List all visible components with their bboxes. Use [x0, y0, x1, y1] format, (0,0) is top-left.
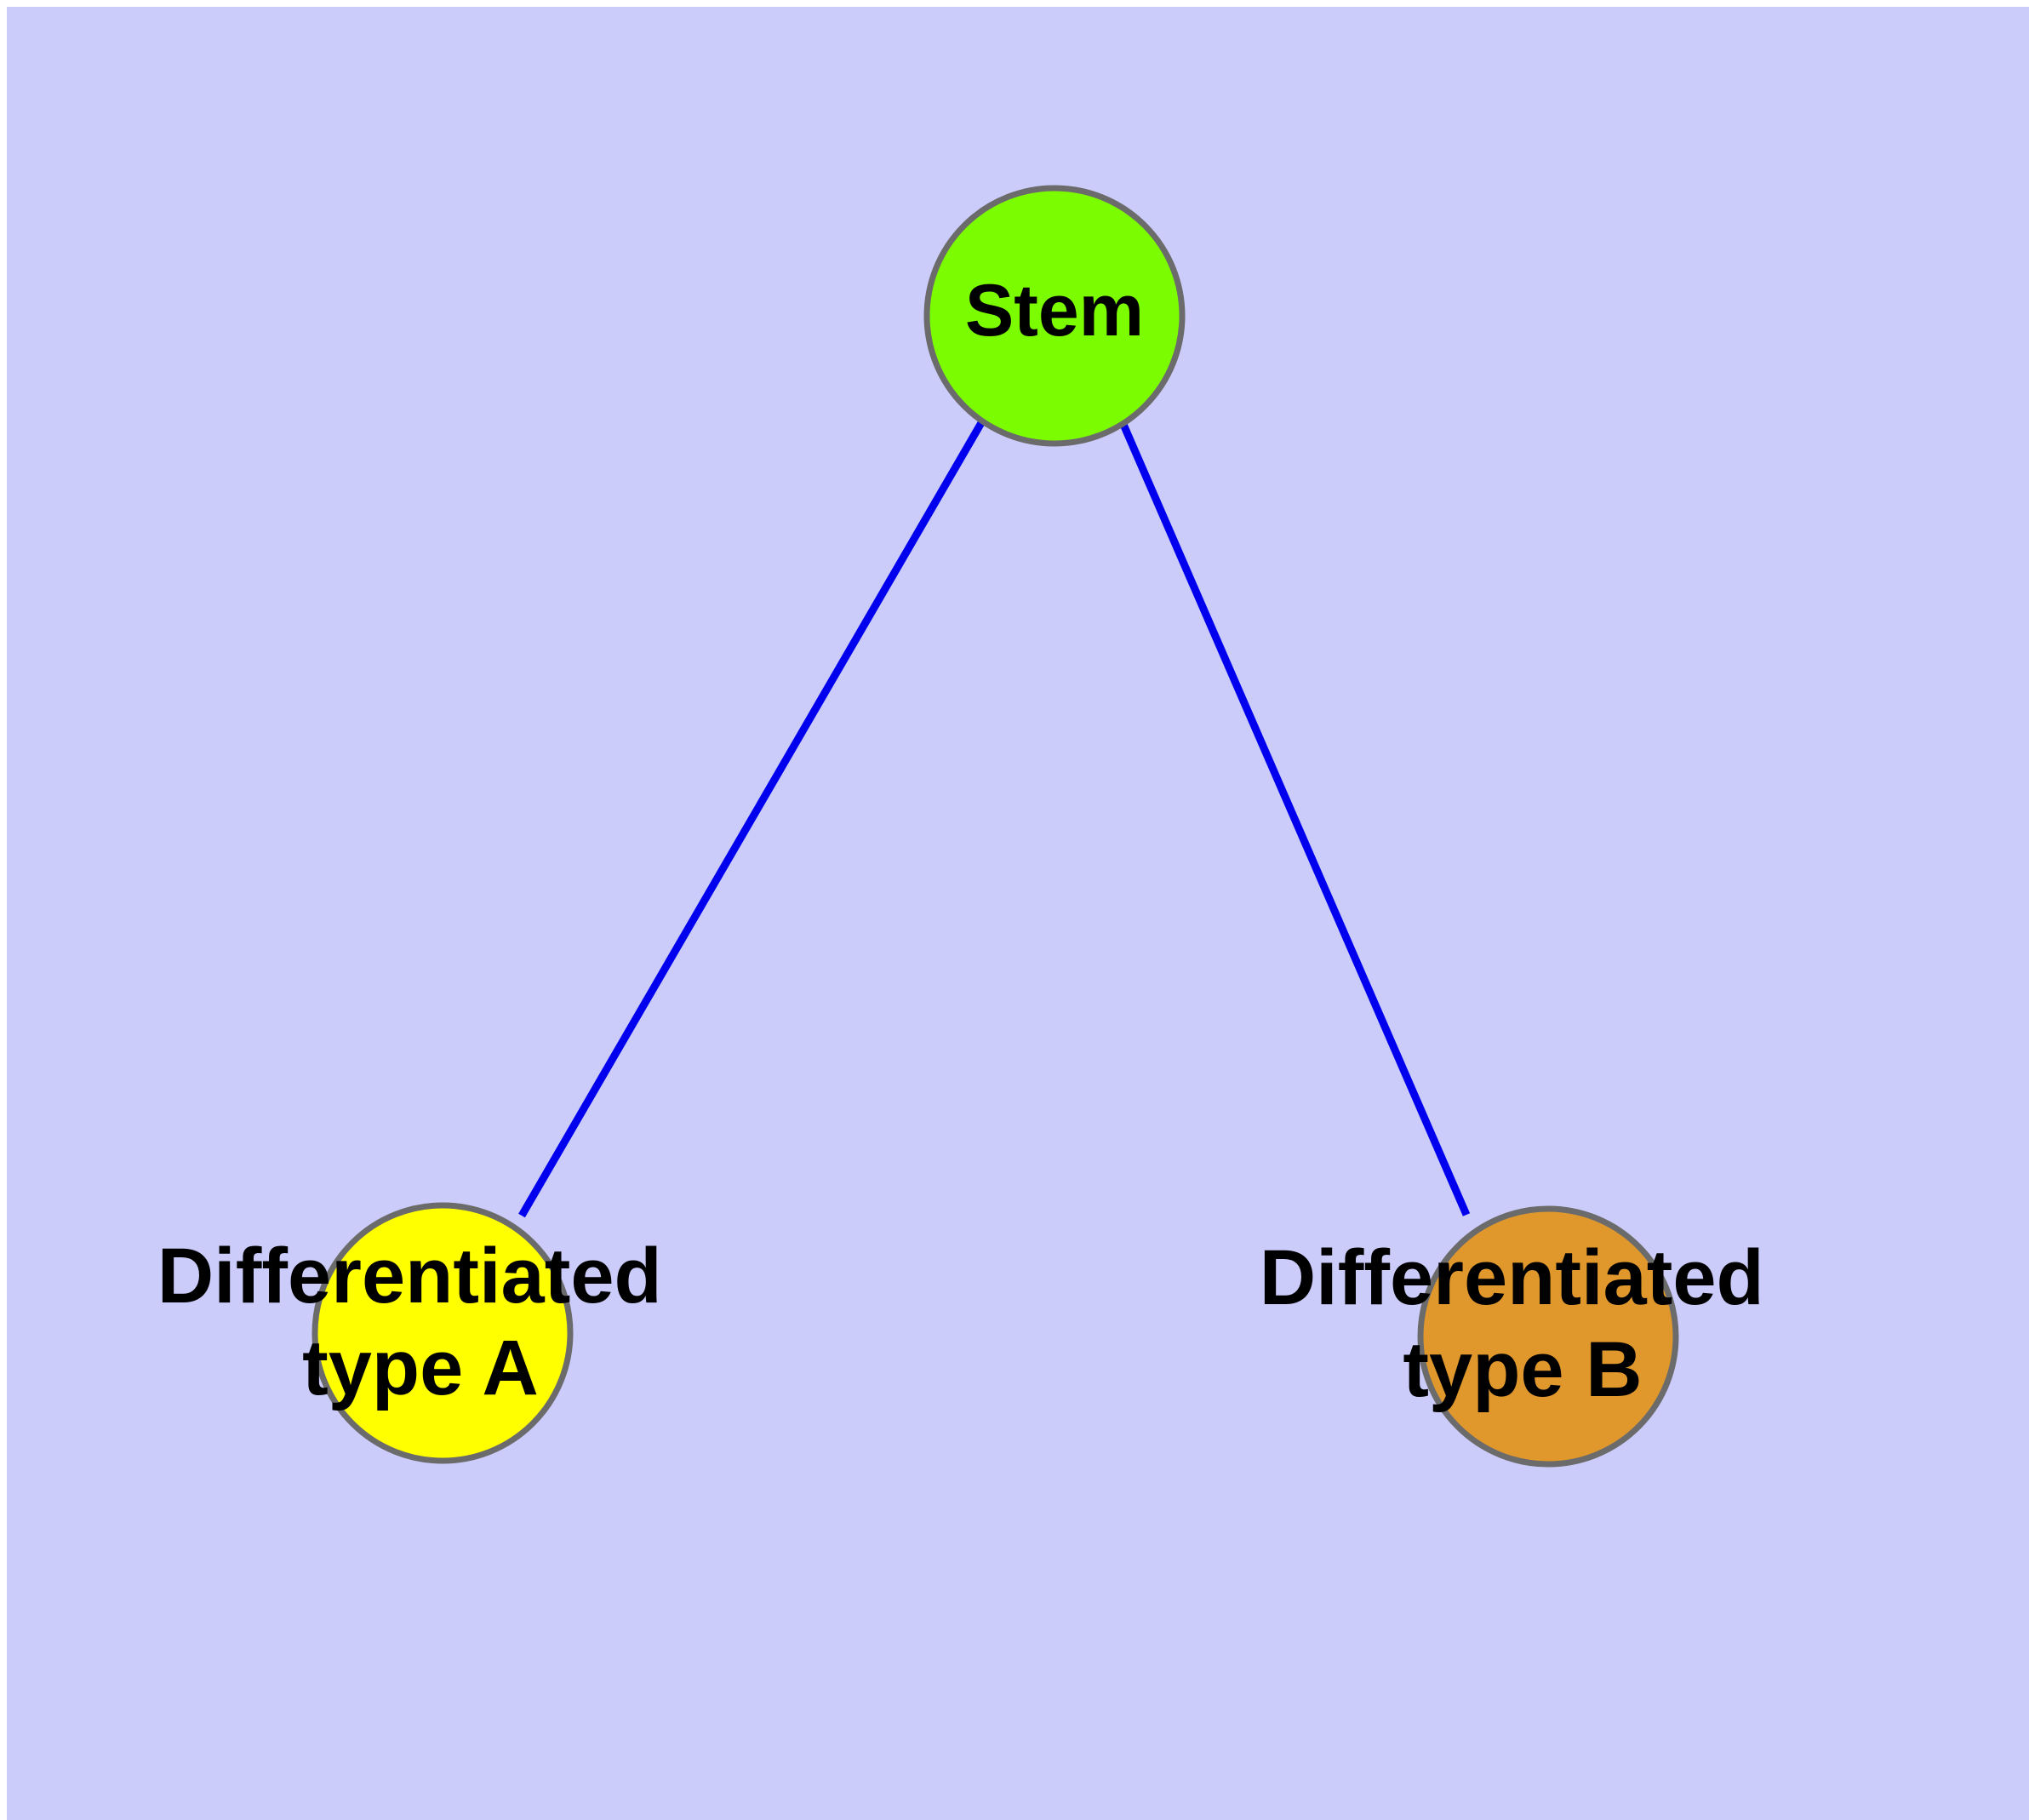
node-differentiated-type-a-label: Differentiated type A: [157, 1233, 684, 1411]
node-differentiated-type-a-circle[interactable]: [311, 1202, 574, 1464]
node-differentiated-type-b[interactable]: Differentiated type B: [1260, 1205, 1786, 1468]
node-differentiated-type-b-circle[interactable]: [1417, 1205, 1679, 1468]
node-group: Stem Differentiated type A Differentiate…: [157, 185, 1786, 1468]
node-differentiated-type-a-label-line-1: Differentiated: [157, 1233, 662, 1319]
node-stem-circle[interactable]: [923, 185, 1186, 447]
node-differentiated-type-b-label: Differentiated type B: [1260, 1234, 1786, 1413]
node-differentiated-type-b-label-line-2: type B: [1403, 1326, 1642, 1413]
node-differentiated-type-a-label-line-2: type A: [302, 1325, 539, 1411]
node-stem-label-line-1: Stem: [965, 270, 1144, 352]
node-differentiated-type-b-label-line-1: Differentiated: [1260, 1234, 1764, 1321]
node-stem[interactable]: Stem: [923, 185, 1186, 447]
edge-group: [518, 419, 1471, 1218]
node-stem-label: Stem: [965, 270, 1144, 352]
edge-stem-to-differentiated-type-a[interactable]: [518, 419, 986, 1218]
node-differentiated-type-a[interactable]: Differentiated type A: [157, 1202, 684, 1464]
edge-stem-to-differentiated-type-b[interactable]: [1117, 419, 1471, 1216]
